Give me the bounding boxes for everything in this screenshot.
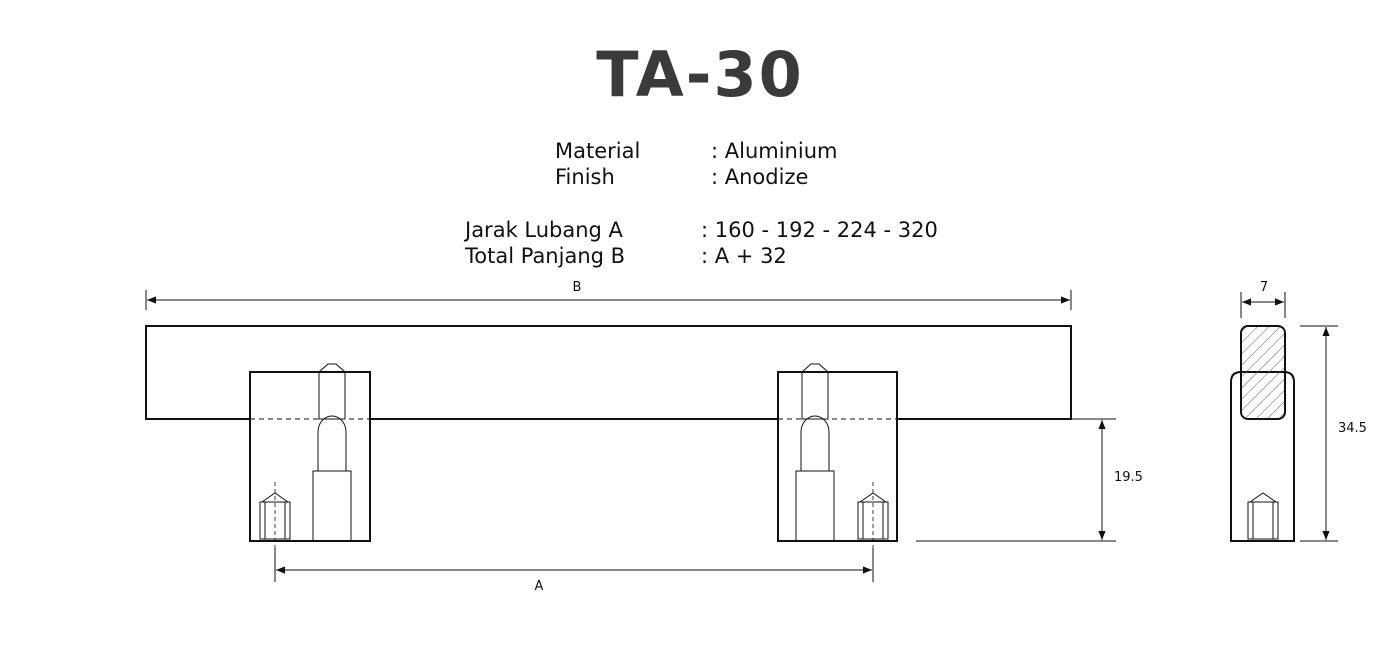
- material-value: : Aluminium: [711, 139, 838, 163]
- dimension-width-label: 7: [1260, 280, 1268, 295]
- hole-spacing-label: Jarak Lubang A: [465, 218, 623, 242]
- dimension-b-label: B: [573, 280, 582, 295]
- right-leg: [777, 363, 898, 548]
- finish-value: : Anodize: [711, 165, 809, 189]
- dimension-height: 19.5: [916, 418, 1143, 542]
- bar-cross-section: [1240, 325, 1286, 420]
- dimension-a: A: [274, 548, 874, 594]
- dimension-total-height-label: 34.5: [1338, 421, 1367, 436]
- dimension-width: 7: [1240, 280, 1286, 318]
- total-length-label: Total Panjang B: [465, 244, 626, 268]
- dimension-height-label: 19.5: [1114, 470, 1143, 485]
- finish-label: Finish: [555, 165, 615, 189]
- handle-bar: [145, 325, 1072, 420]
- dimension-total-height: 34.5: [1300, 325, 1367, 542]
- hole-spacing-value: : 160 - 192 - 224 - 320: [701, 218, 938, 242]
- dimension-a-label: A: [535, 579, 544, 594]
- side-view: [1230, 325, 1295, 542]
- total-length-value: : A + 32: [701, 244, 787, 268]
- dimension-b: B: [145, 280, 1072, 310]
- product-title: TA-30: [596, 38, 804, 111]
- material-label: Material: [555, 139, 641, 163]
- left-leg: [249, 363, 371, 548]
